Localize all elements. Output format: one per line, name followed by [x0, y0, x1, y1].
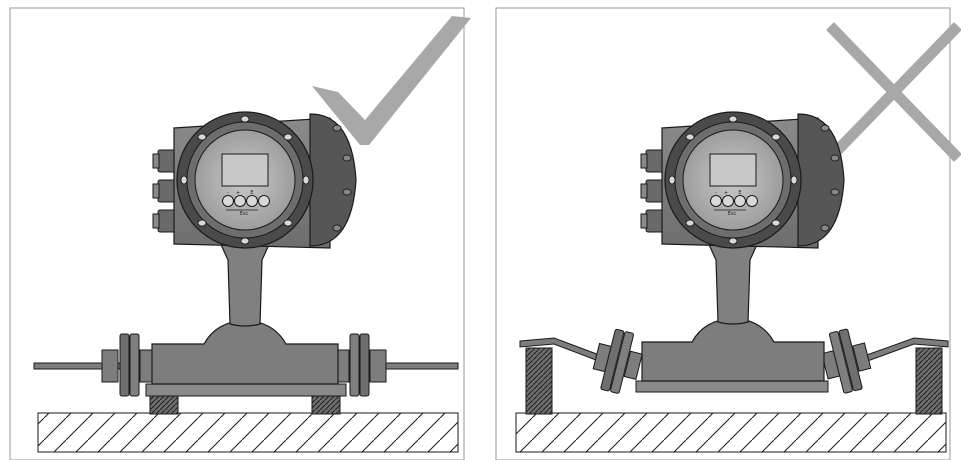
key-extra [258, 195, 270, 207]
checkmark-icon [312, 16, 471, 145]
key-plus [722, 195, 734, 207]
support-block-left [149, 395, 179, 415]
operating-keys: - + E Esc [710, 190, 758, 217]
esc-label: Esc [728, 211, 737, 217]
lcd-screen [709, 153, 757, 187]
correct-installation-diagram: - + E Esc [9, 7, 471, 460]
key-minus [222, 195, 234, 207]
panel-frame [495, 7, 951, 460]
sensor-body [641, 317, 825, 382]
support-post-right [915, 347, 943, 415]
key-extra [746, 195, 758, 207]
key-label-plus: + [724, 190, 728, 196]
key-minus [710, 195, 722, 207]
support-block-right [311, 395, 341, 415]
support-post-left [525, 347, 553, 415]
flange-left [101, 333, 153, 397]
key-label-minus: - [715, 190, 717, 196]
panel-incorrect-installation: - + E Esc [488, 0, 961, 460]
cross-icon [826, 22, 961, 162]
flange-left-tilted [592, 328, 643, 394]
transmitter-neck [217, 237, 273, 327]
key-label-enter: E [250, 190, 253, 196]
cable-glands [640, 149, 667, 233]
esc-label: Esc [240, 211, 249, 217]
key-plus [234, 195, 246, 207]
incorrect-installation-diagram: - + E Esc [495, 7, 961, 460]
key-enter [246, 195, 258, 207]
operating-keys: - + E Esc [222, 190, 270, 217]
flange-right-tilted [821, 328, 872, 394]
panel-frame [9, 7, 465, 460]
floor-hatched [515, 412, 947, 453]
lcd-screen [221, 153, 269, 187]
panel-correct-installation: - + E Esc [0, 0, 473, 460]
key-label-plus: + [236, 190, 240, 196]
transmitter-neck [705, 237, 761, 325]
floor-hatched [37, 412, 459, 453]
sensor-base-plate [635, 380, 829, 393]
key-label-enter: E [738, 190, 741, 196]
key-label-minus: - [227, 190, 229, 196]
key-enter [734, 195, 746, 207]
sensor-base-plate [145, 383, 347, 397]
sensor-body [151, 319, 339, 385]
